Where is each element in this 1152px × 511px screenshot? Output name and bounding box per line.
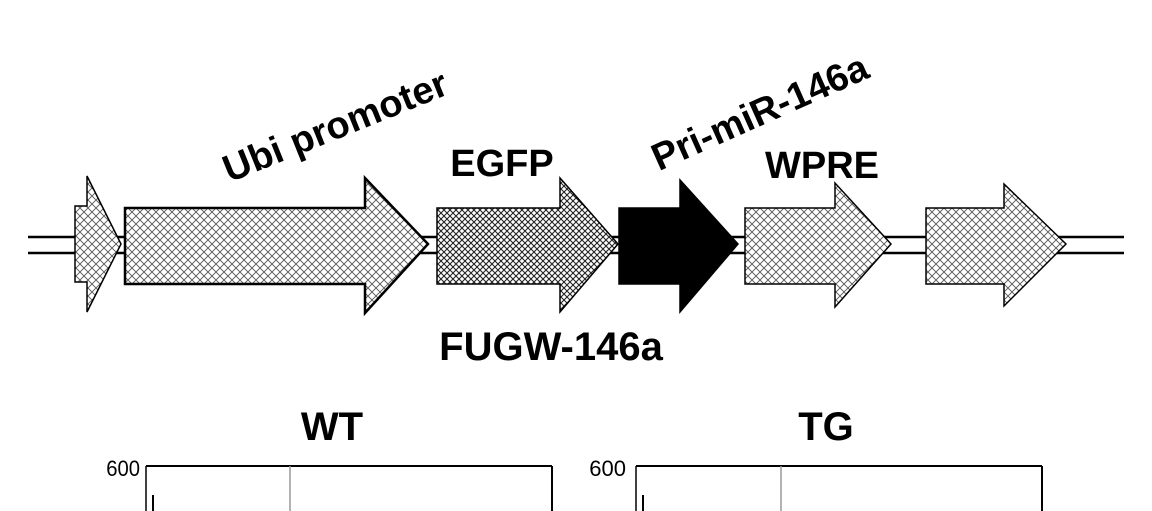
ubi-promoter-arrow [123,174,430,317]
plot-tg-title: TG [798,405,854,449]
ltr-3-arrow [925,182,1068,308]
ubi-promoter-label: Ubi promoter [217,63,454,191]
egfp-label: EGFP [450,143,553,185]
plot-wt-title: WT [301,405,363,449]
wpre-label: WPRE [765,145,879,187]
plot-tg: TG 600 [589,405,1043,511]
egfp-arrow [436,176,619,315]
pri-mir-146a-arrow [618,178,739,315]
wpre-arrow [744,181,893,309]
plot-wt-ytick-600: 600 [106,457,140,481]
plot-tg-ytick-600: 600 [589,456,626,481]
plot-wt: WT 600 [106,405,553,511]
ltr-5-arrow [74,175,122,313]
construct-name: FUGW-146a [439,325,663,369]
